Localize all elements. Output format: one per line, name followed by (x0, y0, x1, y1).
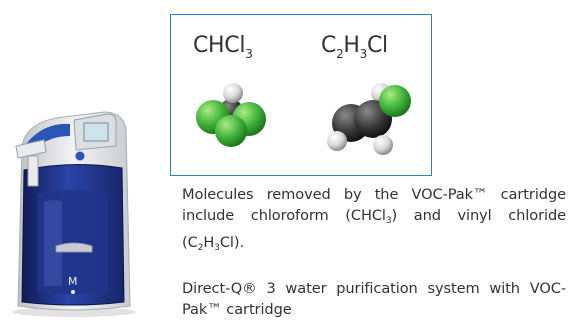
formula-subscript: 3 (359, 47, 368, 61)
formula-text: Cl (367, 33, 388, 58)
product-caption: Direct-Q® 3 water purification system wi… (182, 280, 566, 318)
manufacturer-logo-letter: M (68, 275, 78, 288)
formula-subscript: 3 (245, 47, 253, 61)
formula-text: H (343, 33, 360, 58)
caption-subscript: 3 (385, 216, 392, 226)
caption-subscript: 2 (197, 243, 204, 253)
caption-text: Cl). (219, 234, 245, 251)
chloroform-molecule-model (196, 83, 266, 147)
molecule-illustration-box: CHCl3 C2H3Cl (170, 14, 432, 176)
caption-text: H (203, 234, 215, 251)
formula-text: CHCl (193, 33, 246, 58)
formula-subscript: 2 (336, 47, 344, 61)
molecule-caption: Molecules removed by the VOC-Pak™ cartri… (182, 184, 566, 259)
chloroform-formula: CHCl3 (193, 33, 253, 61)
water-purification-system-image: M (12, 111, 136, 317)
vinyl-chloride-molecule-model (327, 83, 411, 155)
caption-subscript: 3 (214, 243, 220, 253)
vinyl-chloride-formula: C2H3Cl (321, 33, 388, 61)
caption-text: ) and vinyl chloride (C (182, 207, 566, 251)
caption-text: Molecules removed by the VOC-Pak™ cartri… (182, 186, 566, 224)
formula-text: C (321, 33, 337, 58)
